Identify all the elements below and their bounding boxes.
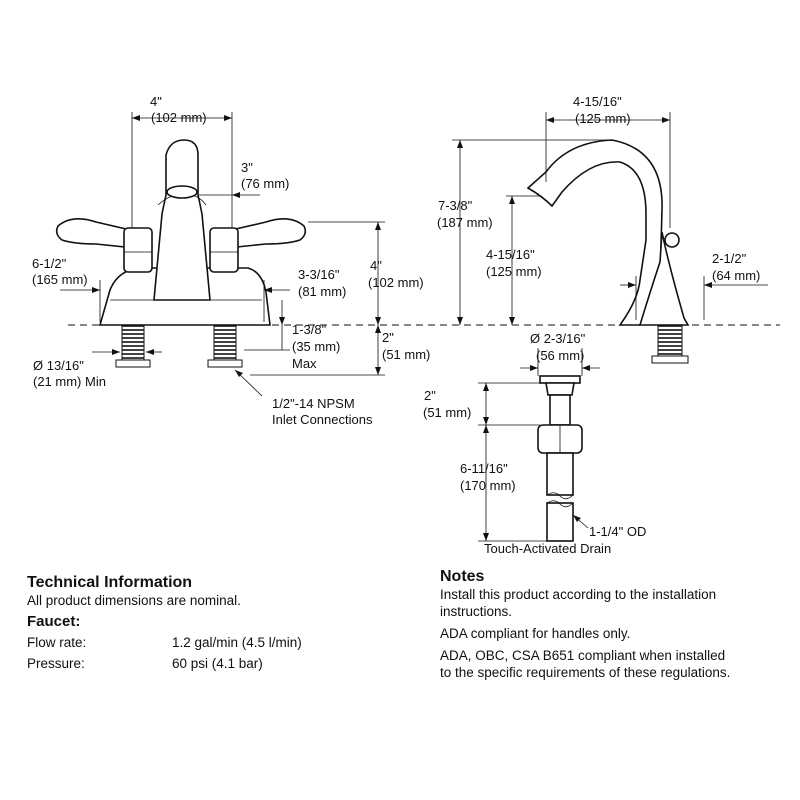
dim-shank-length-value: 1-3/8" [292,322,327,337]
dim-hole-diameter-metric: (21 mm) Min [33,374,106,389]
dim-shank-depth-metric: (51 mm) [382,347,430,362]
note-item: ADA compliant for handles only. [440,626,631,641]
technical-title: Technical Information [27,574,193,591]
spec-value: 1.2 gal/min (4.5 l/min) [172,635,302,650]
dim-shank-length-metric: (35 mm) [292,339,340,354]
spec-row-pressure: Pressure: 60 psi (4.1 bar) [27,655,302,672]
dim-inlet-spec: 1/2"-14 NPSM [272,396,355,411]
dim-shank-length-max: Max [292,356,317,371]
dim-spout-reach-value: 3" [241,160,253,175]
dim-spout-clearance-metric: (125 mm) [486,264,542,279]
touch-activated-drain [537,375,583,542]
dim-handle-width-metric: (165 mm) [32,272,88,287]
spec-row-flow: Flow rate: 1.2 gal/min (4.5 l/min) [27,634,302,651]
spec-label: Flow rate: [27,635,87,650]
dim-handle-width-value: 6-1/2" [32,256,67,271]
technical-subtitle: All product dimensions are nominal. [27,593,241,608]
dim-spout-height-metric: (187 mm) [437,215,493,230]
dim-drain-diameter-value: Ø 2-3/16" [530,331,586,346]
dim-drain-flange-metric: (51 mm) [423,405,471,420]
dim-drain-diameter-metric: (56 mm) [536,348,584,363]
dim-spout-height-value: 7-3/8" [438,198,473,213]
dim-inlet-label: Inlet Connections [272,412,373,427]
dim-handle-height-value: 3-3/16" [298,267,340,282]
dim-spout-width-metric: (125 mm) [575,111,631,126]
drain-dimension-lines [478,348,600,542]
faucet-heading: Faucet: [27,613,81,630]
dim-spout-reach-metric: (76 mm) [241,176,289,191]
dim-drain-length-value: 6-11/16" [460,461,508,476]
notes-section: Notes Install this product according to … [440,567,740,681]
spec-value: 60 psi (4.1 bar) [172,656,263,671]
dim-drain-length-metric: (170 mm) [460,478,516,493]
dim-hole-diameter-value: Ø 13/16" [33,358,84,373]
side-dimension-lines [452,112,768,325]
dim-overall-height-value: 4" [370,258,382,273]
dim-base-diameter-value: 2-1/2" [712,251,747,266]
dim-handle-height-metric: (81 mm) [298,284,346,299]
dim-spout-width-value: 4-15/16" [573,94,622,109]
technical-information: Technical Information All product dimens… [27,573,302,672]
drain-title: Touch-Activated Drain [484,541,611,556]
spec-label: Pressure: [27,656,85,671]
dim-base-diameter-metric: (64 mm) [712,268,760,283]
notes-title: Notes [440,568,485,585]
dim-left-width-value: 4" [150,94,162,109]
dim-overall-height-metric: (102 mm) [368,275,424,290]
note-item: ADA, OBC, CSA B651 compliant when instal… [440,648,731,680]
dim-drain-flange-value: 2" [424,388,436,403]
note-item: Install this product according to the in… [440,587,717,619]
front-dimension-lines [60,112,385,397]
dim-drain-tube-od: 1-1/4" OD [589,524,646,539]
dim-spout-clearance-value: 4-15/16" [486,247,535,262]
dim-shank-depth-value: 2" [382,330,394,345]
faucet-front-view [55,139,307,368]
dim-left-width-metric: (102 mm) [151,110,207,125]
faucet-side-view [526,139,690,364]
